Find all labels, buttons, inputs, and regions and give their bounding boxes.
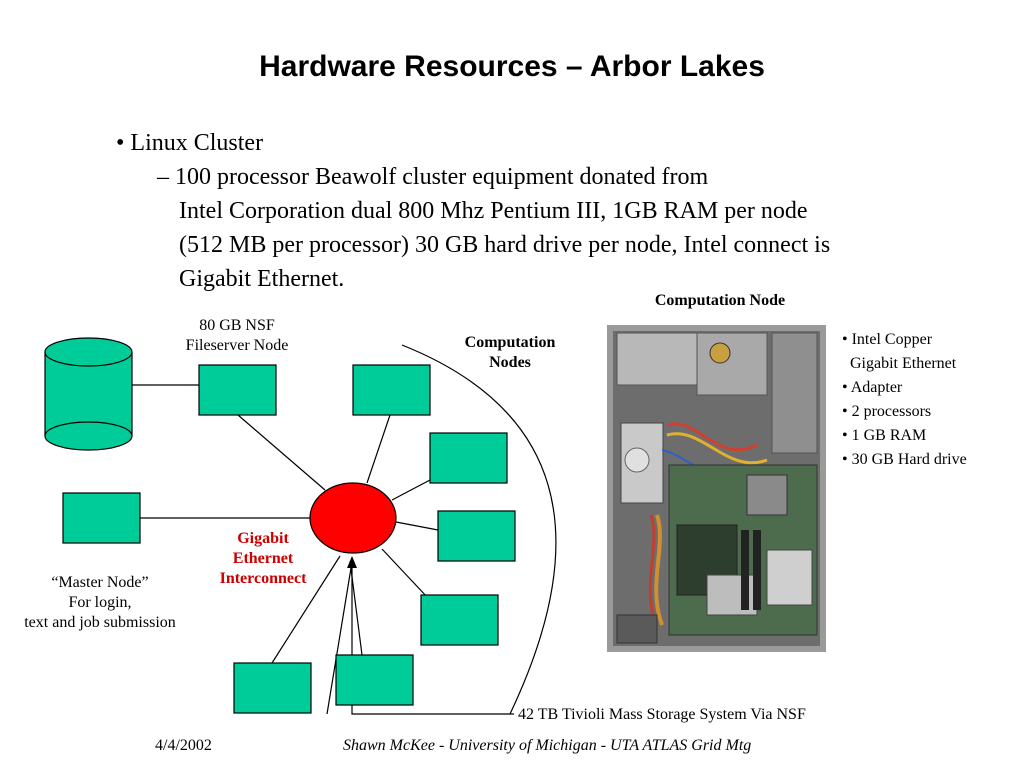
fileserver-label: 80 GB NSF Fileserver Node bbox=[150, 316, 324, 356]
interconnect-label: Gigabit Ethernet Interconnect bbox=[203, 529, 323, 589]
feature-list: • Intel Copper Gigabit Ethernet • Adapte… bbox=[842, 328, 967, 472]
interconnect-label-line-2: Ethernet bbox=[232, 550, 294, 567]
computation-nodes-label-line-1: Computation bbox=[464, 334, 556, 351]
sub-line-4: Gigabit Ethernet. bbox=[179, 266, 345, 292]
master-node-label: “Master Node” For login, text and job su… bbox=[0, 573, 200, 633]
fileserver-label-line-1: 80 GB NSF bbox=[199, 317, 275, 334]
link-node-right-3 bbox=[381, 548, 429, 599]
link-node-right-1 bbox=[391, 479, 431, 501]
fileserver-node bbox=[198, 364, 277, 416]
computation-node-photo-image bbox=[607, 325, 826, 652]
link-node-right-2 bbox=[395, 521, 439, 531]
master-node bbox=[62, 492, 141, 544]
slide-title: Hardware Resources – Arbor Lakes bbox=[259, 50, 765, 83]
interconnect-label-line-3: Interconnect bbox=[219, 570, 307, 587]
feature-item: Gigabit Ethernet bbox=[842, 355, 957, 372]
computation-node-right-1 bbox=[429, 432, 508, 484]
computation-node-bottom-mid bbox=[335, 654, 414, 706]
link-fileserver bbox=[237, 414, 326, 491]
computation-node-right-2 bbox=[437, 510, 516, 562]
master-label-line-2: For login, bbox=[68, 594, 132, 611]
computation-node-photo bbox=[607, 325, 826, 652]
computation-nodes-label: Computation Nodes bbox=[440, 333, 580, 373]
feature-item: • 1 GB RAM bbox=[842, 427, 927, 444]
storage-arc bbox=[351, 344, 557, 715]
feature-item: • Adapter bbox=[842, 379, 903, 396]
storage-label: 42 TB Tivioli Mass Storage System Via NS… bbox=[518, 706, 806, 723]
footer-credit: Shawn McKee - University of Michigan - U… bbox=[343, 737, 752, 754]
link-node-bottom-left bbox=[271, 555, 341, 664]
master-label-line-3: text and job submission bbox=[24, 614, 176, 631]
bullet-linux-cluster: • Linux Cluster bbox=[116, 130, 264, 156]
fileserver-label-line-2: Fileserver Node bbox=[185, 337, 289, 354]
computation-node-right-3 bbox=[420, 594, 499, 646]
link-node-top bbox=[366, 414, 391, 484]
gigabit-hub bbox=[309, 482, 397, 554]
footer-date: 4/4/2002 bbox=[155, 737, 212, 754]
storage-disk bbox=[44, 337, 133, 451]
master-label-line-1: “Master Node” bbox=[51, 574, 149, 591]
arrow-shaft bbox=[326, 561, 353, 715]
sub-line-2: Intel Corporation dual 800 Mhz Pentium I… bbox=[179, 198, 808, 224]
sub-line-1: – 100 processor Beawolf cluster equipmen… bbox=[157, 164, 709, 190]
feature-item: • 30 GB Hard drive bbox=[842, 451, 967, 468]
photo-heading: Computation Node bbox=[654, 292, 786, 309]
computation-nodes-label-line-2: Nodes bbox=[489, 354, 531, 371]
feature-item: • Intel Copper bbox=[842, 331, 933, 348]
sub-line-3: (512 MB per processor) 30 GB hard drive … bbox=[179, 232, 831, 258]
computation-node-top bbox=[352, 364, 431, 416]
computation-node-bottom-left bbox=[233, 662, 312, 714]
interconnect-label-line-1: Gigabit bbox=[237, 530, 289, 547]
feature-item: • 2 processors bbox=[842, 403, 932, 420]
